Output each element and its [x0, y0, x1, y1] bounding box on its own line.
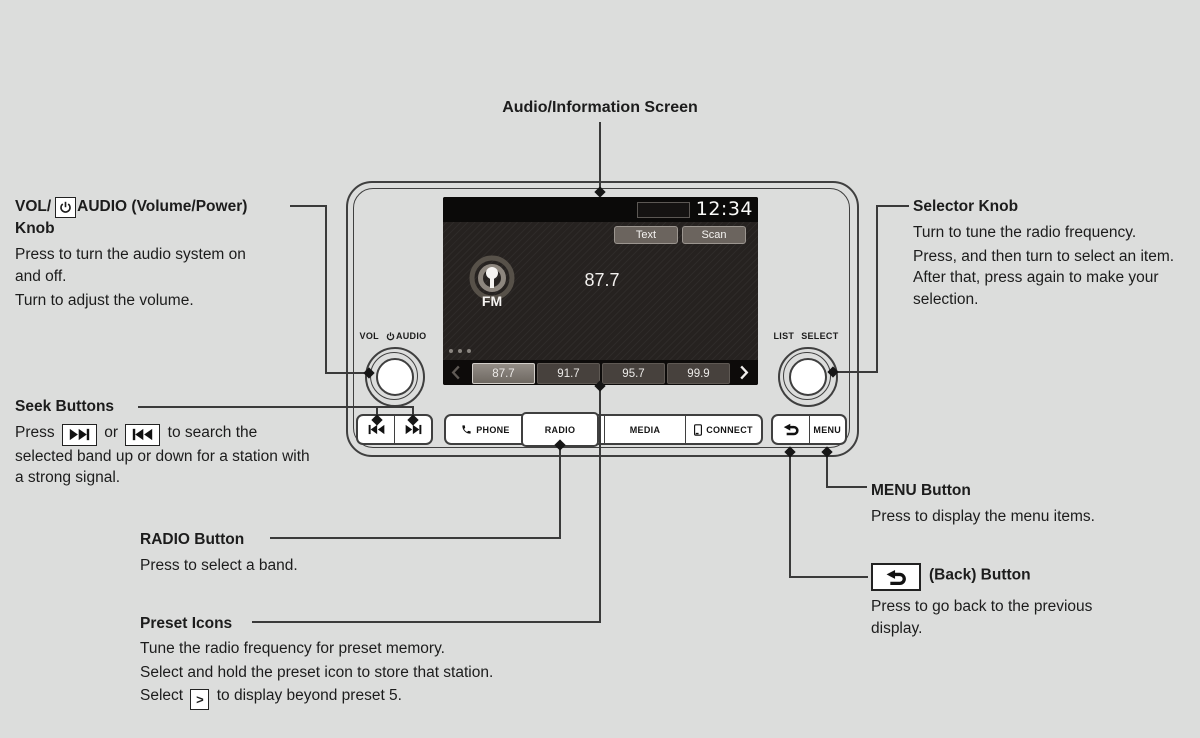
back-icon [783, 423, 799, 436]
callout-line [834, 371, 878, 373]
callout-line [876, 205, 878, 373]
media-button[interactable]: MEDIA [604, 416, 685, 443]
menu-button[interactable]: MENU [808, 416, 846, 443]
page-title: Audio/Information Screen [502, 99, 698, 116]
callout-line [826, 486, 867, 488]
page-indicator-dots [449, 349, 471, 353]
list-select-knob-label: LIST SELECT [773, 331, 839, 341]
radio-button-callout: RADIO Button Press to select a band. [140, 531, 298, 574]
back-button[interactable] [773, 416, 809, 443]
vol-audio-knob-label: VOL AUDIO [359, 331, 427, 341]
clock: 12:34 [695, 198, 753, 220]
callout-line [877, 205, 909, 207]
preset-next-icon-box: > [190, 689, 210, 711]
connect-button[interactable]: CONNECT [685, 416, 761, 443]
seek-back-icon [133, 428, 153, 441]
callout-line [412, 406, 414, 419]
callout-line [599, 387, 601, 623]
smartphone-icon [694, 423, 703, 436]
back-button-callout: (Back) Button Press to go back to the pr… [871, 563, 1171, 639]
scan-button[interactable]: Scan [682, 226, 746, 244]
seek-forward-icon-box [61, 423, 97, 446]
preset-next-button[interactable] [732, 363, 756, 382]
callout-line [252, 621, 601, 623]
callout-line [138, 406, 414, 408]
callout-line [325, 372, 369, 374]
menu-button-callout: MENU Button Press to display the menu it… [871, 482, 1095, 525]
preset-button-4[interactable]: 99.9 [667, 363, 730, 384]
preset-button-2[interactable]: 91.7 [537, 363, 600, 384]
preset-prev-button[interactable] [445, 363, 467, 382]
seek-back-button[interactable] [358, 416, 394, 443]
callout-line [325, 205, 327, 374]
callout-line [559, 448, 561, 539]
callout-line [789, 452, 791, 578]
selector-knob[interactable] [778, 347, 838, 407]
seek-forward-button[interactable] [394, 416, 431, 443]
audio-information-screen: 12:34 Text Scan FM 87.7 87.7 91.7 95.7 9… [443, 197, 758, 385]
seek-back-icon [368, 424, 384, 435]
callout-line [376, 406, 378, 419]
phone-button[interactable]: PHONE [446, 416, 525, 443]
frequency-display: 87.7 [584, 270, 620, 290]
selector-knob-callout: Selector Knob Turn to tune the radio fre… [913, 198, 1175, 308]
vol-audio-callout: VOL/AUDIO (Volume/Power) Knob Press to t… [15, 197, 248, 309]
callout-line [290, 205, 327, 207]
power-icon [386, 331, 395, 340]
callout-line [826, 452, 828, 488]
callout-line [270, 537, 561, 539]
preset-icons-callout: Preset Icons Tune the radio frequency fo… [140, 613, 620, 711]
chevron-right-icon [740, 365, 749, 380]
power-icon-box [55, 197, 77, 218]
preset-button-1[interactable]: 87.7 [472, 363, 535, 384]
callout-line [789, 576, 868, 578]
chevron-left-icon [451, 365, 460, 380]
seek-forward-icon [69, 428, 90, 441]
power-icon [60, 201, 71, 213]
back-icon-box [871, 563, 921, 591]
seek-forward-icon [405, 424, 421, 435]
status-bar: 12:34 [443, 197, 758, 222]
callout-line [599, 122, 601, 190]
unit-outer-frame [346, 181, 859, 457]
fm-band-icon: FM [466, 254, 518, 312]
station-info-box [637, 202, 690, 218]
seek-back-icon-box [125, 423, 161, 446]
preset-button-3[interactable]: 95.7 [602, 363, 665, 384]
back-icon [886, 569, 906, 585]
text-button[interactable]: Text [614, 226, 678, 244]
svg-text:FM: FM [482, 293, 502, 309]
seek-buttons-callout: Seek Buttons Press or to search the sele… [15, 398, 310, 486]
phone-icon [462, 425, 471, 434]
